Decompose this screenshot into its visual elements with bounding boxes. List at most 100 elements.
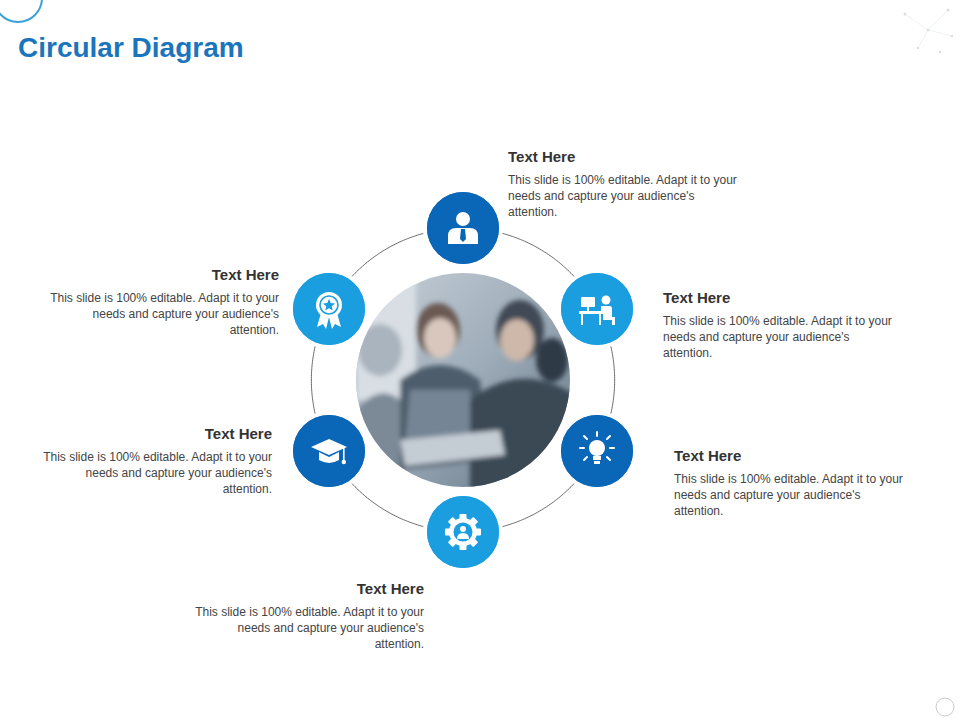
icon-circles-part [293, 415, 365, 487]
circle-outline [561, 273, 633, 345]
circle-border [428, 497, 499, 568]
desk-worker-icon-part [601, 306, 615, 325]
team-photo-part-part [424, 318, 456, 358]
corner-decoration-part [904, 9, 954, 54]
text-group: Text HereThis slide is 100% editable. Ad… [47, 266, 279, 338]
team-photo [350, 270, 580, 490]
ring-connector [503, 484, 574, 527]
award-ribbon-icon-part [316, 292, 342, 318]
circle-outline [561, 415, 633, 487]
icon-circles-part [427, 496, 499, 568]
circle-outline [293, 415, 365, 487]
circle-outline [427, 496, 499, 568]
award-ribbon-icon [316, 292, 342, 329]
item-description: This slide is 100% editable. Adapt it to… [40, 449, 272, 497]
icon-circle-node: Text HereThis slide is 100% editable. Ad… [561, 415, 633, 487]
graduation-cap-icon [311, 439, 347, 464]
desk-worker-icon-part [581, 297, 595, 307]
corner-decoration-part-part [928, 10, 948, 30]
item-description: This slide is 100% editable. Adapt it to… [192, 604, 424, 652]
corner-decoration-part-part [918, 30, 928, 48]
desk-worker-icon-part [602, 296, 611, 305]
icon-circle-node: Text HereThis slide is 100% editable. Ad… [427, 496, 499, 568]
slide-title: Circular Diagram [18, 32, 244, 64]
lightbulb-icon-part-part [607, 436, 610, 439]
businessman-icon-part [456, 212, 470, 226]
circle-border [294, 274, 365, 345]
lightbulb-icon-part [589, 440, 605, 456]
text-group: Text HereThis slide is 100% editable. Ad… [40, 425, 272, 497]
icon-circles-part [427, 192, 499, 264]
lightbulb-icon-part [593, 456, 601, 460]
team-photo-part-part [416, 303, 460, 357]
text-group: Text HereThis slide is 100% editable. Ad… [663, 289, 895, 361]
team-photo-part [350, 280, 575, 490]
ring-connector [311, 347, 315, 414]
text-group: Text HereThis slide is 100% editable. Ad… [508, 148, 740, 220]
icon-circle-node: Text HereThis slide is 100% editable. Ad… [427, 192, 499, 264]
corner-decoration-part-part [905, 14, 928, 30]
item-description: This slide is 100% editable. Adapt it to… [663, 313, 895, 361]
circle-border [294, 416, 365, 487]
gear-icon-part [457, 533, 469, 539]
graduation-cap-icon-part [342, 460, 346, 464]
ring-connector [611, 347, 615, 414]
circle-border [562, 416, 633, 487]
gear-icon-part [460, 526, 466, 532]
lightbulb-icon-part-part [610, 447, 614, 449]
lightbulb-icon-part-part [580, 447, 584, 449]
circle-border [562, 274, 633, 345]
graduation-cap-icon-part [319, 452, 339, 463]
text-group: Text HereThis slide is 100% editable. Ad… [674, 447, 906, 519]
circle-outline [427, 192, 499, 264]
item-description: This slide is 100% editable. Adapt it to… [508, 172, 740, 220]
icon-circles [293, 192, 633, 568]
award-ribbon-icon-part [320, 296, 338, 314]
gear-icon-part [448, 517, 478, 547]
lightbulb-icon-part-part [584, 457, 587, 460]
item-description: This slide is 100% editable. Adapt it to… [674, 471, 906, 519]
lightbulb-icon-part-part [607, 457, 610, 460]
icon-circles-part [561, 273, 633, 345]
lightbulb-icon-part [580, 432, 614, 460]
gear-icon-part [449, 518, 477, 546]
lightbulb-icon-part-part [584, 436, 587, 439]
corner-decoration-part [936, 698, 954, 716]
circle-outline [293, 273, 365, 345]
icon-circle-node: Text HereThis slide is 100% editable. Ad… [293, 415, 365, 487]
ring-connector [352, 484, 423, 527]
item-heading: Text Here [663, 289, 895, 307]
team-photo-part-part [400, 430, 505, 466]
text-group: Text HereThis slide is 100% editable. Ad… [192, 580, 424, 652]
icon-circles-part [293, 273, 365, 345]
corner-decoration-part [0, 0, 42, 22]
corner-decoration-part-part [939, 51, 941, 53]
desk-worker-icon-part [581, 314, 583, 325]
gear-icon-part [448, 517, 478, 547]
desk-worker-icon-part [599, 314, 601, 325]
item-heading: Text Here [40, 425, 272, 443]
lightbulb-icon [580, 432, 614, 464]
item-heading: Text Here [508, 148, 740, 166]
graduation-cap-icon-part [343, 447, 345, 460]
team-photo-part-part [536, 338, 568, 382]
desk-worker-icon [579, 296, 615, 326]
team-photo-part-part [496, 300, 544, 360]
corner-decoration-part-part [928, 30, 952, 36]
team-photo-part-part [358, 324, 402, 376]
item-heading: Text Here [47, 266, 279, 284]
lightbulb-icon-part [594, 461, 600, 464]
icon-circle-node: Text HereThis slide is 100% editable. Ad… [293, 273, 365, 345]
item-heading: Text Here [674, 447, 906, 465]
desk-worker-icon-part [587, 307, 589, 311]
businessman-icon [448, 212, 478, 244]
award-ribbon-icon-part [323, 299, 335, 310]
icon-circle-node: Text HereThis slide is 100% editable. Ad… [561, 273, 633, 345]
ring-connector [503, 233, 574, 276]
gear-icon-part [454, 523, 473, 542]
